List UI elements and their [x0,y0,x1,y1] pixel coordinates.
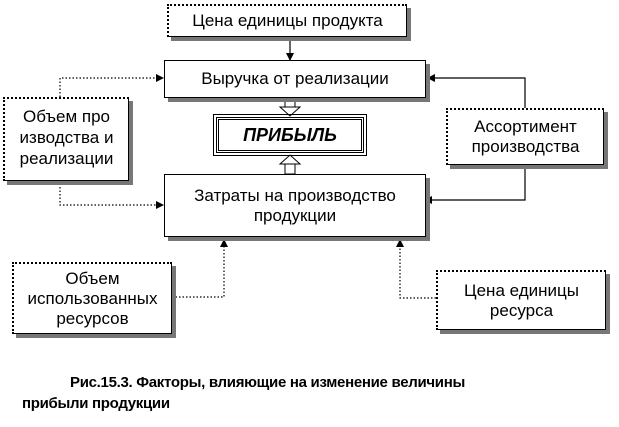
node-assortment: Ассортимент производства [446,108,604,165]
node-volume-production-label: Объем производства и реализации [19,107,114,168]
caption-line-2: прибыли продукции [22,395,170,412]
node-assortment-label: Ассортимент производства [471,117,580,156]
node-profit: ПРИБЫЛЬ [213,114,367,156]
node-costs: Затраты на производство продукции [164,174,426,237]
node-resource-price: Цена единицы ресурса [436,270,606,330]
node-volume-production: Объем производства и реализации [3,97,129,181]
arrow-volume-to-costs [59,180,164,209]
node-revenue-label: Выручка от реализации [201,69,389,88]
arrow-assortment-to-costs [424,165,526,204]
arrow-resource-price-to-costs [396,239,436,299]
node-resource-price-label: Цена единицы ресурса [464,280,579,320]
node-profit-label: ПРИБЫЛЬ [243,125,337,145]
arrow-resources-to-costs [172,239,228,298]
node-price-unit: Цена единицы продукта [167,4,407,37]
arrow-costs-to-profit [278,154,302,175]
caption-line-1: Рис.15.3. Факторы, влияющие на изменение… [70,374,465,391]
node-revenue: Выручка от реализации [164,60,426,98]
node-resources-volume: Объем использованных ресурсов [12,262,172,334]
node-price-unit-label: Цена единицы продукта [192,11,383,30]
arrow-volume-to-revenue [59,74,164,97]
node-costs-label: Затраты на производство продукции [194,185,396,225]
arrow-revenue-to-profit [278,98,302,117]
arrow-assortment-to-revenue [427,74,526,108]
node-resources-volume-label: Объем использованных ресурсов [27,268,158,328]
